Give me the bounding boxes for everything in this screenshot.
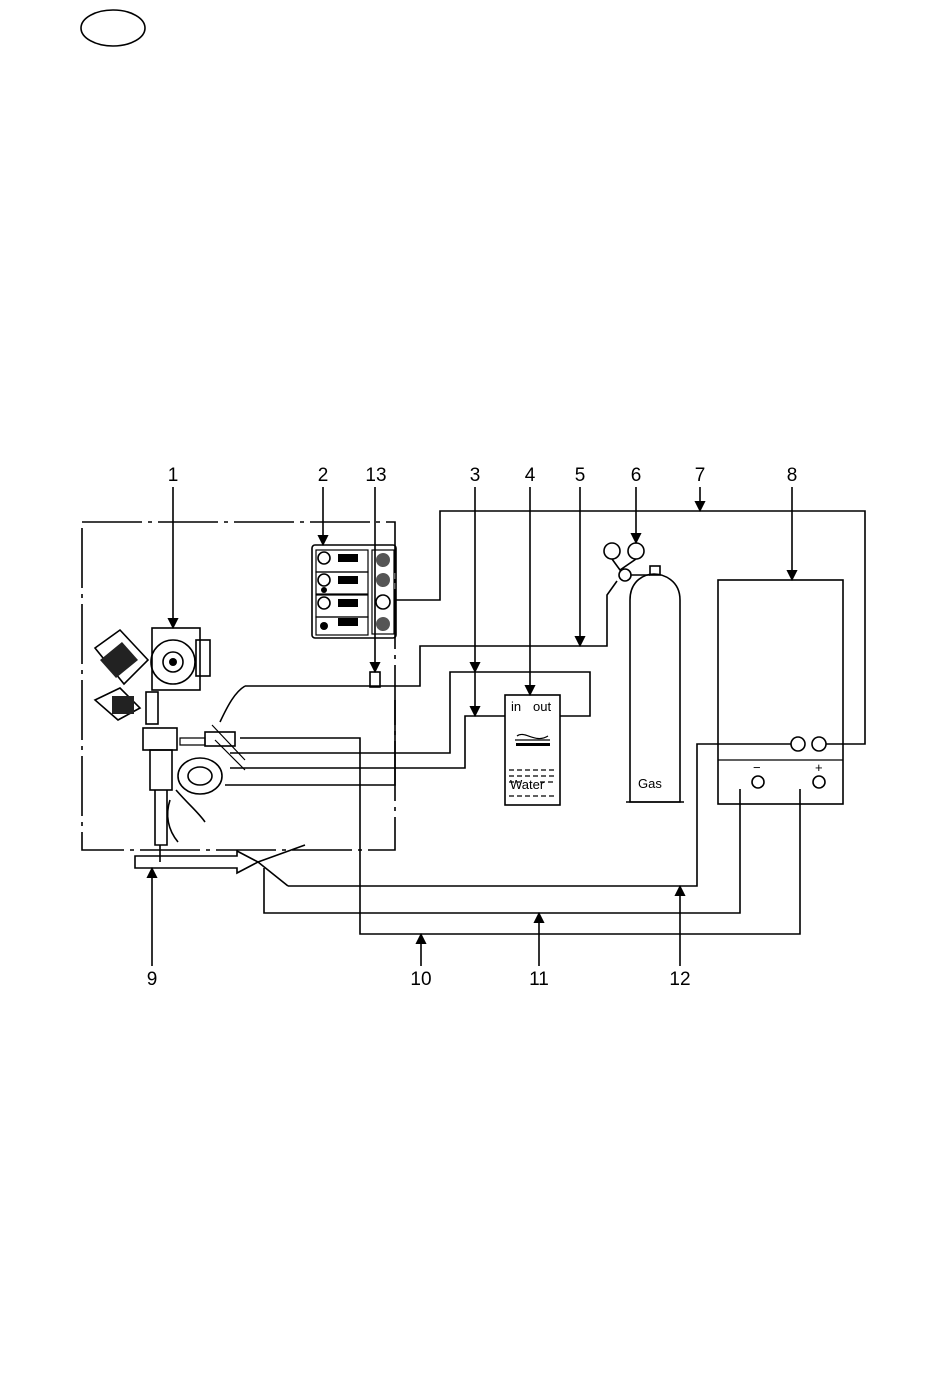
water-cooler: in out Water [505, 695, 560, 805]
callout-8: 8 [787, 465, 798, 486]
power-plus-label: + [815, 760, 823, 775]
callout-1: 1 [168, 465, 179, 486]
callout-9: 9 [147, 969, 158, 990]
welding-power-source: − + [718, 580, 843, 804]
wire-feeder-torch-assembly [95, 628, 245, 862]
callout-2: 2 [318, 465, 329, 486]
callout-4: 4 [525, 465, 536, 486]
callout-12: 12 [669, 969, 690, 990]
gas-cylinder-label: Gas [638, 776, 662, 791]
callout-6: 6 [631, 465, 642, 486]
callout-13: 13 [365, 465, 386, 486]
power-minus-label: − [753, 760, 761, 775]
sensor-13 [370, 672, 380, 687]
control-unit [312, 545, 396, 638]
callout-7: 7 [695, 465, 706, 486]
cooler-in-label: in [511, 699, 521, 714]
cooler-out-label: out [533, 699, 551, 714]
callout-11: 11 [529, 969, 549, 990]
callout-arrows [152, 487, 792, 966]
callout-10: 10 [410, 969, 431, 990]
page-marker-oval [81, 10, 145, 46]
cooler-water-label: Water [510, 777, 545, 792]
callout-5: 5 [575, 465, 586, 486]
callout-3: 3 [470, 465, 481, 486]
